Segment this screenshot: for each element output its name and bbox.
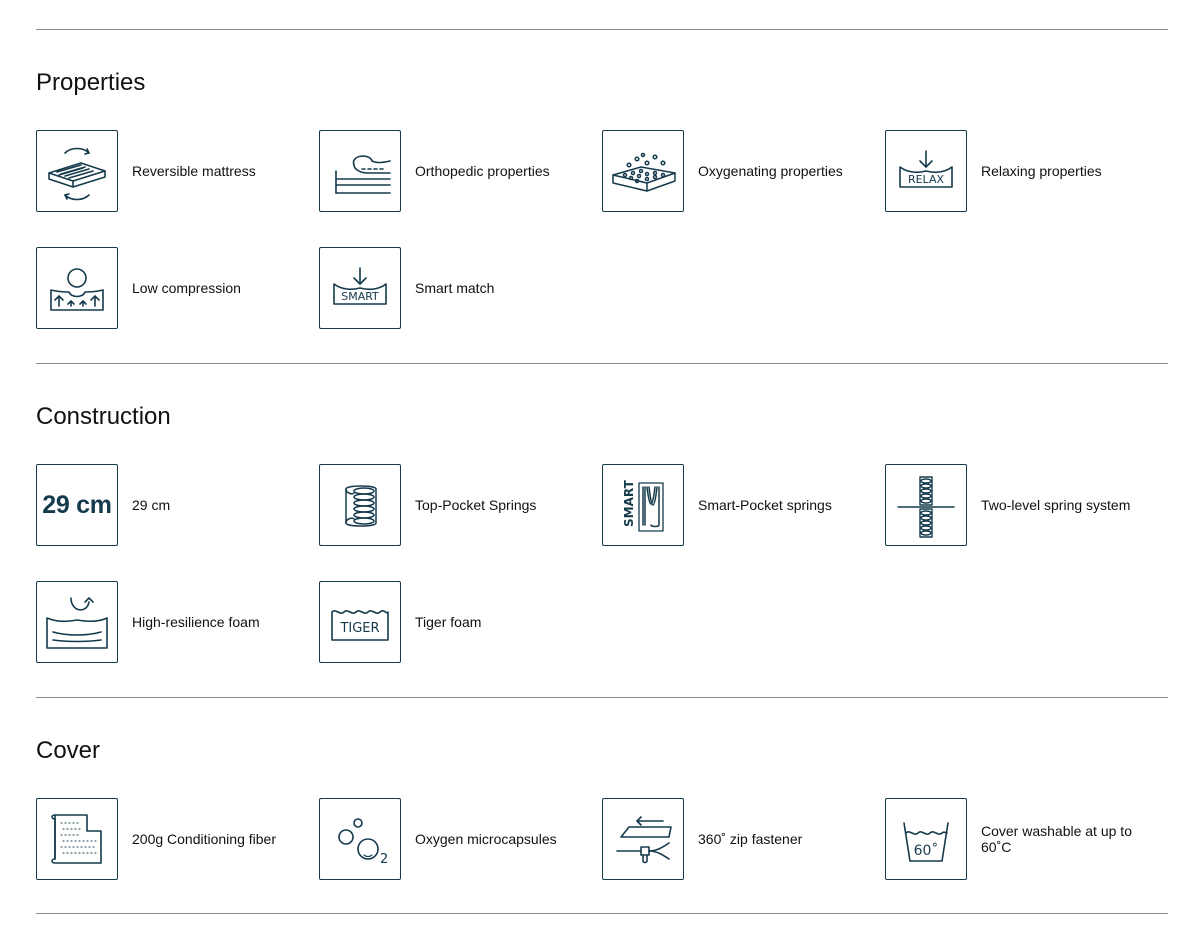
conditioning-fiber-icon [36, 798, 118, 880]
feature-label: Oxygen microcapsules [415, 831, 557, 847]
feature-washable-60: 60˚ Cover washable at up to 60˚C [885, 797, 1151, 881]
feature-label: High-resilience foam [132, 614, 260, 630]
tiger-foam-icon: TIGER [319, 581, 401, 663]
feature-zip-fastener: 360˚ zip fastener [602, 797, 802, 881]
section-title-properties: Properties [36, 69, 146, 96]
feature-label: Top-Pocket Springs [415, 497, 537, 513]
washable-60-icon: 60˚ [885, 798, 967, 880]
feature-label: Orthopedic properties [415, 163, 550, 179]
feature-smart-match: SMART Smart match [319, 246, 494, 330]
feature-orthopedic: Orthopedic properties [319, 129, 550, 213]
feature-label: Reversible mattress [132, 163, 256, 179]
zip-fastener-icon [602, 798, 684, 880]
divider-properties-end [36, 363, 1168, 364]
feature-relaxing: RELAX Relaxing properties [885, 129, 1102, 213]
svg-text:60˚: 60˚ [914, 842, 939, 859]
orthopedic-icon [319, 130, 401, 212]
feature-label: Smart-Pocket springs [698, 497, 832, 513]
reversible-mattress-icon [36, 130, 118, 212]
feature-label: Smart match [415, 280, 495, 296]
pocket-spring-icon [319, 464, 401, 546]
oxygen-microcapsules-icon: 2 [319, 798, 401, 880]
feature-smart-pocket-springs: SMART Smart-Pocket springs [602, 463, 832, 547]
relax-icon: RELAX [885, 130, 967, 212]
feature-tiger-foam: TIGER Tiger foam [319, 580, 481, 664]
feature-oxygenating: Oxygenating properties [602, 129, 843, 213]
feature-label: Relaxing properties [981, 163, 1102, 179]
height-29cm-icon: 29 cm [36, 464, 118, 546]
low-compression-icon [36, 247, 118, 329]
feature-label: Low compression [132, 280, 241, 296]
feature-reversible-mattress: Reversible mattress [36, 129, 256, 213]
divider-bottom [36, 913, 1168, 914]
svg-text:SMART: SMART [341, 290, 379, 303]
feature-29cm: 29 cm 29 cm [36, 463, 170, 547]
two-level-spring-icon [885, 464, 967, 546]
feature-conditioning-fiber: 200g Conditioning fiber [36, 797, 276, 881]
section-title-construction: Construction [36, 403, 171, 430]
feature-low-compression: Low compression [36, 246, 241, 330]
svg-text:RELAX: RELAX [908, 173, 944, 186]
feature-high-resilience-foam: High-resilience foam [36, 580, 260, 664]
feature-label: 200g Conditioning fiber [132, 831, 276, 847]
icon-29cm-text: 29 cm [42, 490, 112, 519]
feature-top-pocket-springs: Top-Pocket Springs [319, 463, 536, 547]
oxygenating-icon [602, 130, 684, 212]
svg-text:SMART: SMART [622, 479, 636, 527]
svg-text:TIGER: TIGER [339, 621, 379, 636]
high-resilience-foam-icon [36, 581, 118, 663]
svg-text:2: 2 [380, 852, 388, 867]
feature-label: 29 cm [132, 497, 171, 513]
feature-label: Oxygenating properties [698, 163, 843, 179]
section-title-cover: Cover [36, 737, 101, 764]
feature-label: 360˚ zip fastener [698, 831, 803, 847]
feature-label: Cover washable at up to 60˚C [981, 823, 1132, 855]
feature-label: Two-level spring system [981, 497, 1131, 513]
divider-top [36, 29, 1168, 30]
feature-oxygen-microcapsules: 2 Oxygen microcapsules [319, 797, 557, 881]
feature-label: Tiger foam [415, 614, 482, 630]
smart-pocket-spring-icon: SMART [602, 464, 684, 546]
smart-match-icon: SMART [319, 247, 401, 329]
feature-two-level-spring: Two-level spring system [885, 463, 1130, 547]
divider-construction-end [36, 697, 1168, 698]
